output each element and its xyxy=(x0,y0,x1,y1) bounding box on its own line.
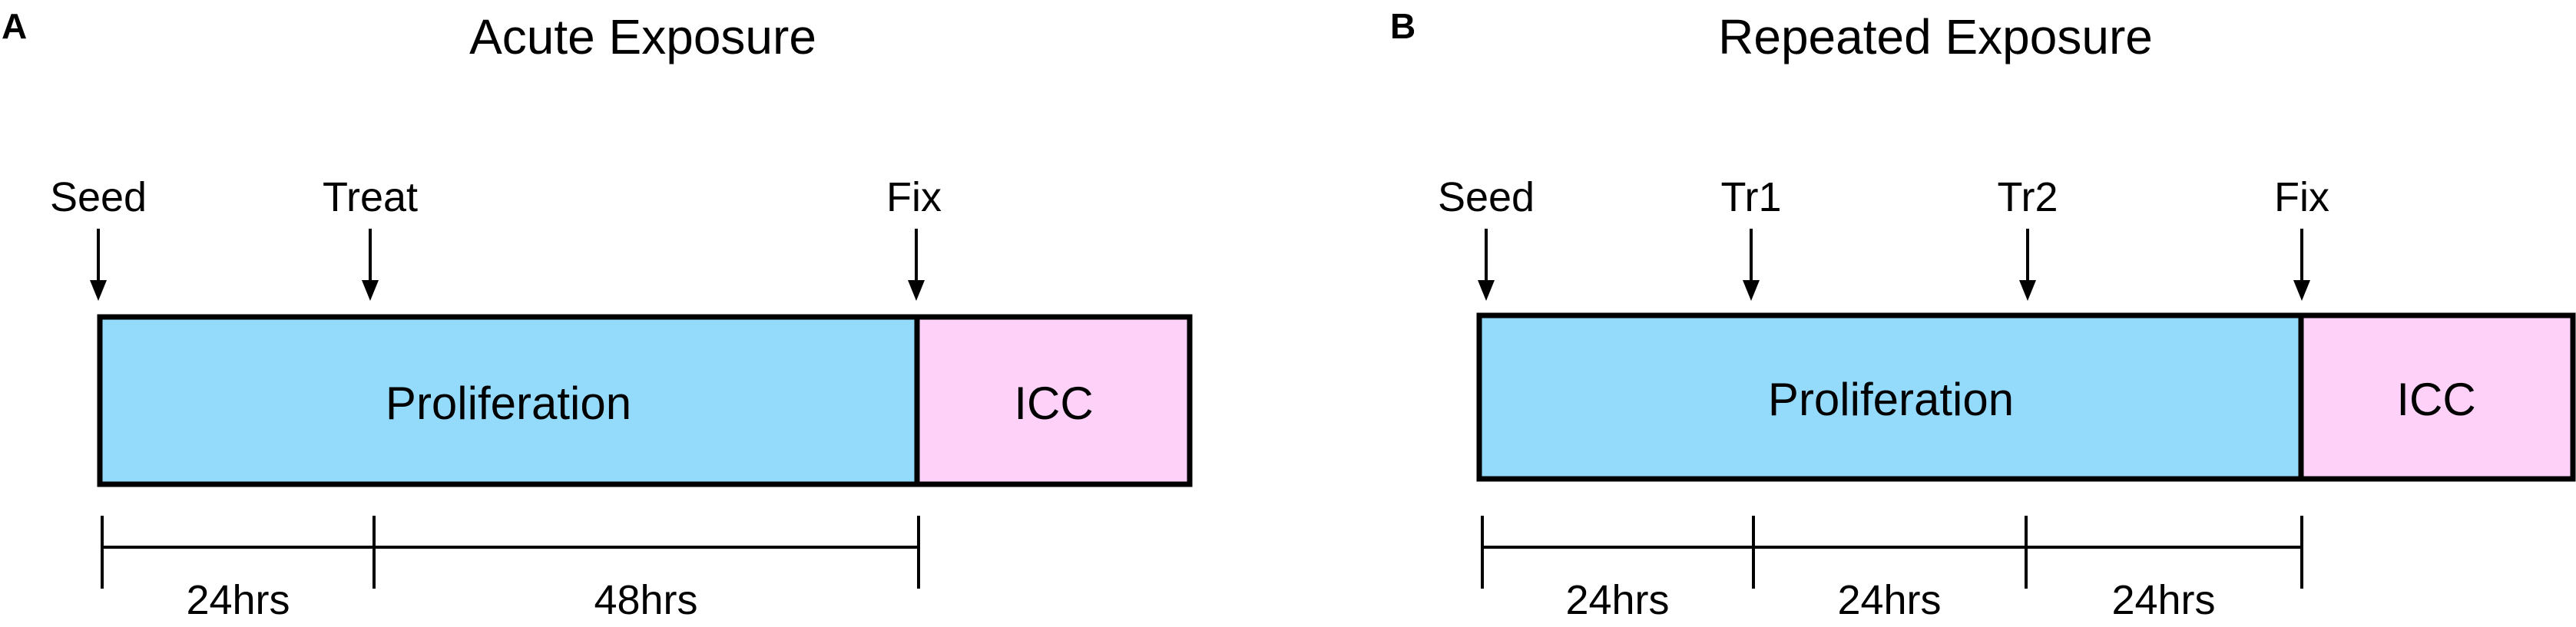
duration-label: 24hrs xyxy=(2111,577,2215,623)
icc-bar xyxy=(2298,312,2576,482)
event-arrow-fix xyxy=(2293,229,2310,301)
icc-label: ICC xyxy=(2396,374,2475,425)
event-label-seed: Seed xyxy=(1438,174,1535,220)
event-label-fix: Fix xyxy=(2274,174,2329,220)
proliferation-bar xyxy=(97,314,920,487)
panel-b-title: Repeated Exposure xyxy=(1718,9,2153,64)
panel-a-title: Acute Exposure xyxy=(469,9,816,64)
panel-a: A Acute Exposure Seed Treat Fix Prolifer… xyxy=(2,6,1193,623)
icc-label: ICC xyxy=(1014,378,1093,429)
icc-bar xyxy=(914,314,1193,487)
duration-label: 24hrs xyxy=(186,577,290,623)
event-label-seed: Seed xyxy=(50,174,147,220)
event-label-treat: Treat xyxy=(323,174,418,220)
duration-scale xyxy=(101,516,920,589)
event-arrow-seed xyxy=(90,229,107,301)
panel-b: B Repeated Exposure Seed Tr1 Tr2 Fix Pro… xyxy=(1390,6,2576,623)
event-arrow-tr1 xyxy=(1743,229,1760,301)
event-label-fix: Fix xyxy=(886,174,942,220)
event-arrow-tr2 xyxy=(2019,229,2036,301)
event-arrow-fix xyxy=(908,229,925,301)
proliferation-label: Proliferation xyxy=(386,378,631,429)
event-label-tr2: Tr2 xyxy=(1998,174,2058,220)
duration-label: 24hrs xyxy=(1565,577,1669,623)
proliferation-label: Proliferation xyxy=(1768,374,2014,425)
duration-scale xyxy=(1481,516,2303,589)
duration-label: 24hrs xyxy=(1837,577,1941,623)
event-label-tr1: Tr1 xyxy=(1721,174,1782,220)
panel-b-letter: B xyxy=(1390,6,1415,46)
panel-a-letter: A xyxy=(2,6,27,46)
duration-label: 48hrs xyxy=(594,577,697,623)
event-arrow-seed xyxy=(1478,229,1495,301)
event-arrow-treat xyxy=(362,229,379,301)
